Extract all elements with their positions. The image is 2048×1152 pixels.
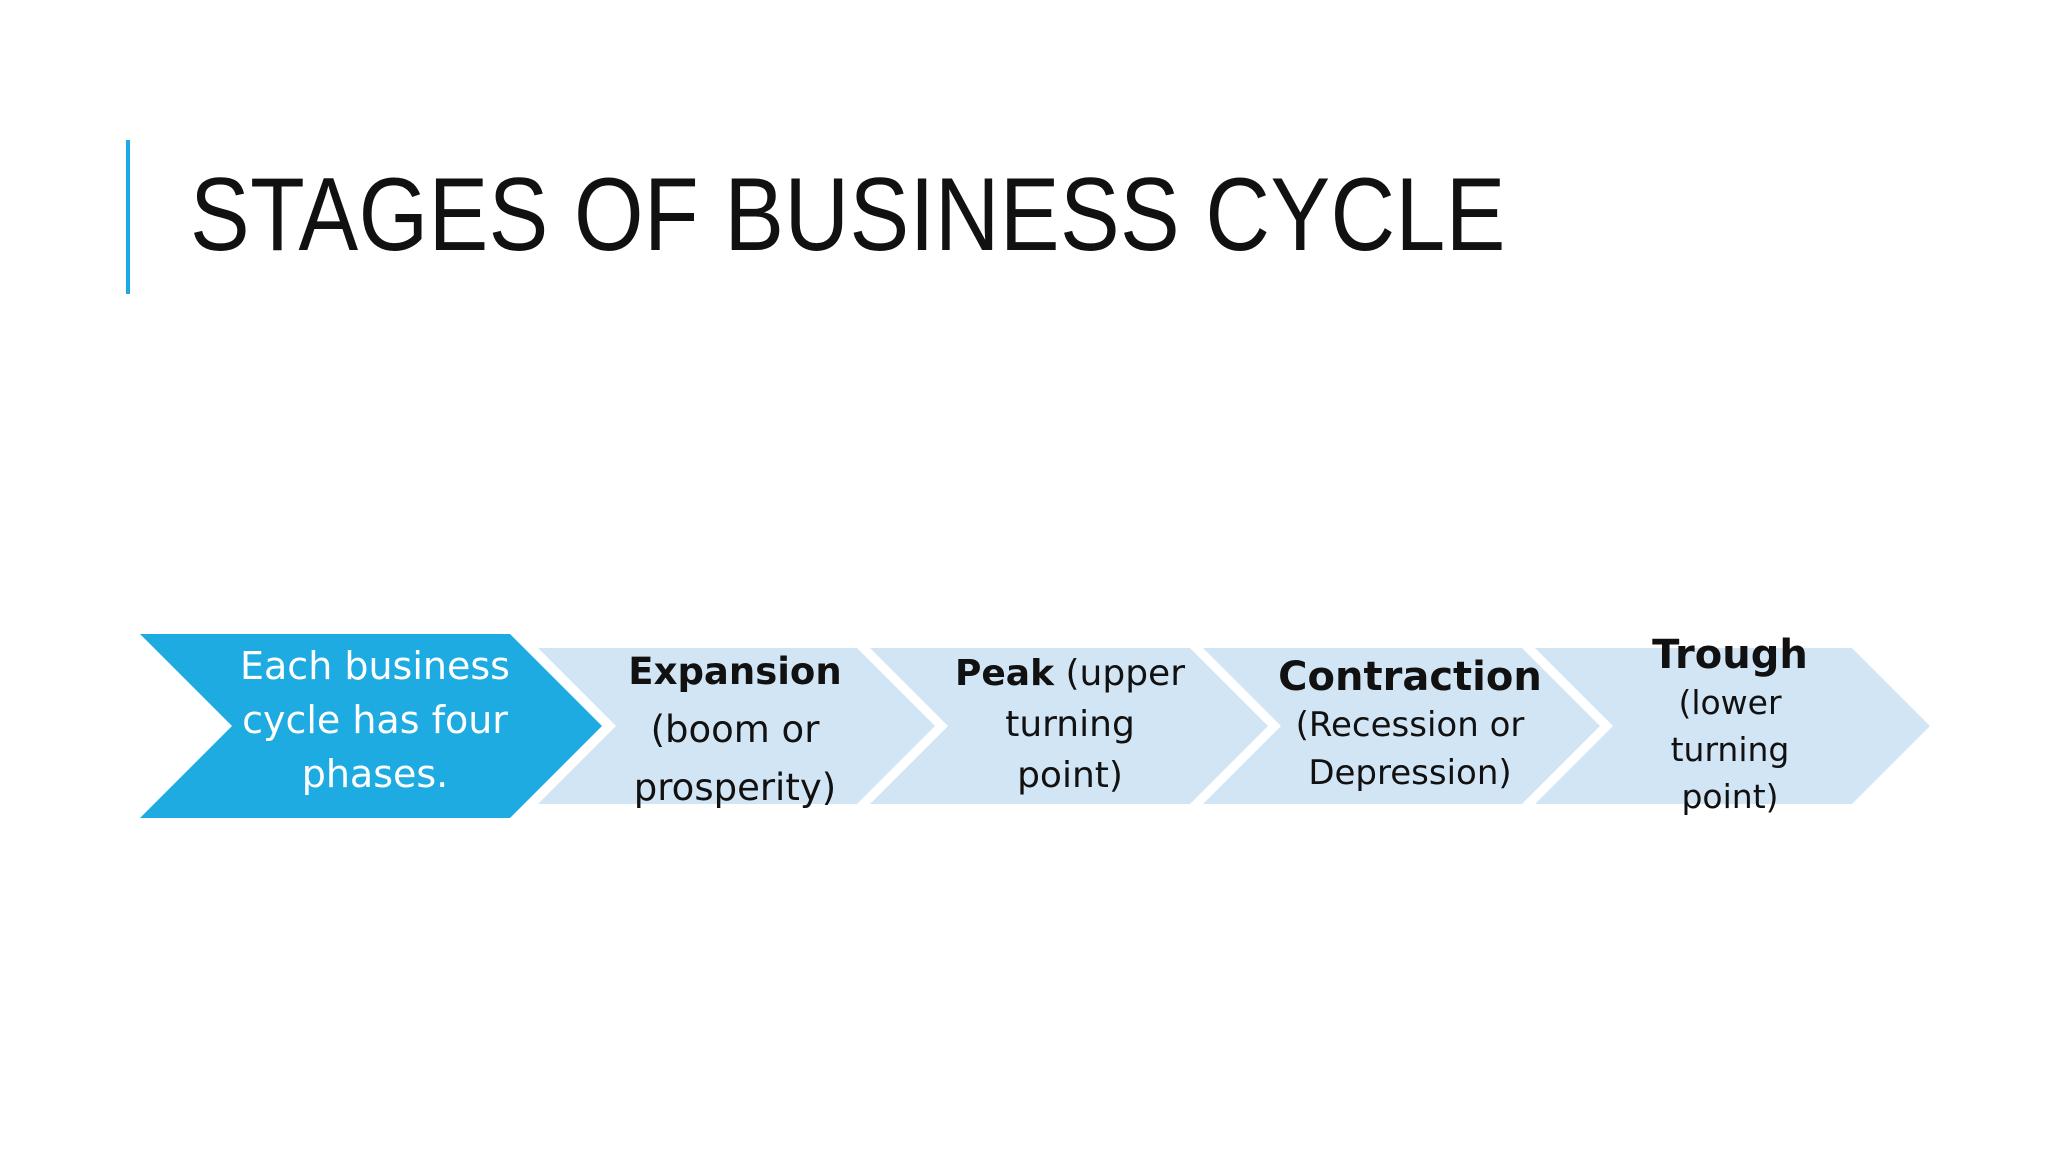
stage-trough: Trough (lower turning point) xyxy=(1605,626,1855,826)
stage-trough-line-4: point) xyxy=(1681,777,1779,816)
stage-expansion-title: Expansion xyxy=(628,650,842,693)
stage-chevron-contraction xyxy=(1203,648,1600,804)
stage-chevron-peak xyxy=(870,648,1268,804)
intro-line-3: phases. xyxy=(301,752,449,796)
stage-expansion-line-2: (boom or xyxy=(650,708,820,751)
stage-peak: Peak (upper turning point) xyxy=(935,644,1205,804)
intro-text: Each business cycle has four phases. xyxy=(210,640,540,800)
stage-expansion-line-3: prosperity) xyxy=(633,766,837,809)
stage-peak-title: Peak xyxy=(954,652,1055,694)
slide-title: STAGES OF BUSINESS CYCLE xyxy=(190,157,1506,273)
stage-trough-line-3: turning xyxy=(1670,730,1790,769)
stage-peak-line-3: point) xyxy=(1017,754,1123,796)
stage-contraction-line-3: Depression) xyxy=(1308,753,1512,793)
intro-chevron xyxy=(140,634,602,818)
stage-contraction: Contraction (Recession or Depression) xyxy=(1270,650,1550,800)
intro-line-2: cycle has four xyxy=(242,698,508,742)
stage-contraction-title: Contraction xyxy=(1278,654,1542,700)
stage-peak-line-2: turning xyxy=(1005,703,1135,745)
title-accent-bar xyxy=(126,140,130,294)
stage-peak-line-1: Peak (upper xyxy=(955,648,1185,699)
intro-line-1: Each business xyxy=(240,644,510,688)
stage-trough-title: Trough xyxy=(1652,632,1808,678)
stage-peak-line-1-rest: (upper xyxy=(1054,652,1185,694)
stage-expansion: Expansion (boom or prosperity) xyxy=(600,640,870,820)
stage-chevron-trough xyxy=(1535,648,1930,804)
stage-chevron-expansion xyxy=(538,648,935,804)
stage-contraction-line-2: (Recession or xyxy=(1295,705,1525,745)
stage-trough-line-2: (lower xyxy=(1678,683,1782,722)
